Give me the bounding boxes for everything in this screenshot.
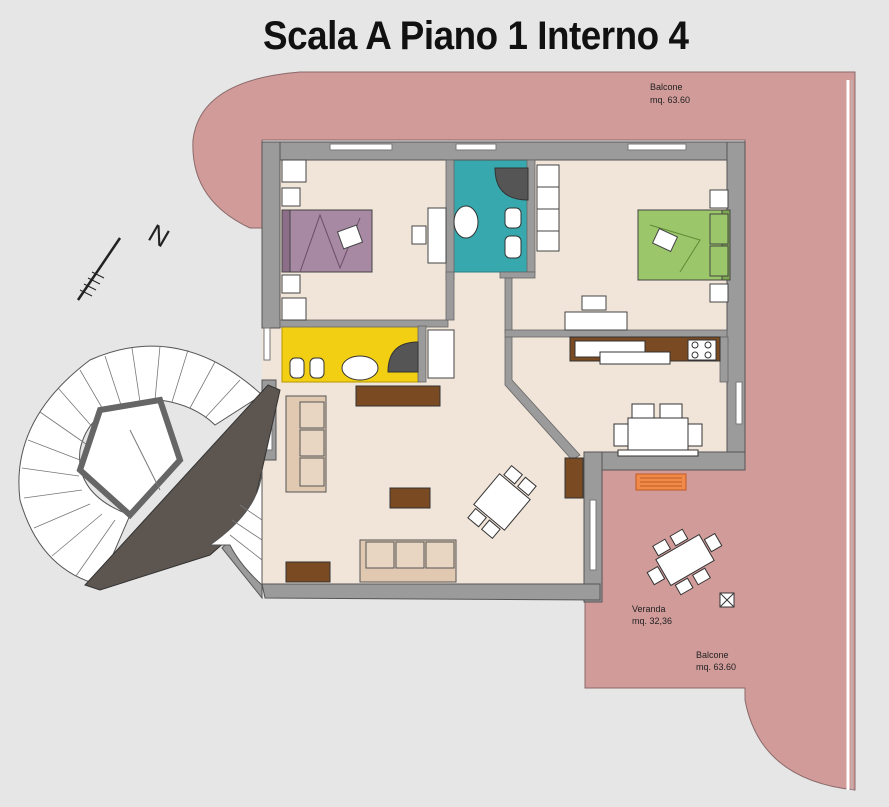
- veranda-table: [646, 528, 723, 596]
- bedroom-left: [281, 159, 447, 321]
- tv-cabinet: [285, 561, 331, 583]
- wardrobe-left: [281, 159, 307, 183]
- interior-walls: [279, 159, 729, 461]
- label-veranda-size: mq. 32,36: [632, 616, 672, 626]
- desk-left: [427, 207, 447, 264]
- exterior-walls: [221, 141, 746, 603]
- desk-right: [564, 311, 628, 331]
- bathroom-yellow-fixtures: [289, 341, 419, 381]
- closet-lower: [427, 329, 455, 379]
- kitchen: [569, 336, 721, 457]
- label-balcone-bottom-size: mq. 63.60: [696, 662, 736, 672]
- balcony-terrace: [192, 71, 856, 791]
- living-room: [285, 395, 584, 583]
- spiral-staircase: [18, 345, 281, 591]
- sideboard: [564, 457, 584, 499]
- label-balcone-top-size: mq. 63.60: [650, 95, 690, 105]
- label-balcone-bottom: Balcone: [696, 650, 729, 660]
- north-arrow-icon: [76, 237, 122, 301]
- label-veranda: Veranda: [632, 604, 666, 614]
- plan-title: Scala A Piano 1 Interno 4: [263, 14, 689, 58]
- bedroom-right: [564, 189, 731, 331]
- coffee-table: [389, 487, 431, 509]
- closet-stack: [536, 164, 560, 252]
- bathroom-teal-fixtures: [453, 167, 529, 259]
- cabinet-wood: [355, 385, 441, 407]
- dining-table-living: [467, 464, 537, 540]
- compass-north-label: N: [143, 218, 174, 253]
- dining-table-kitchen: [627, 417, 689, 451]
- label-balcone-top: Balcone: [650, 82, 683, 92]
- grill: [635, 473, 687, 491]
- veranda-box: [719, 592, 735, 608]
